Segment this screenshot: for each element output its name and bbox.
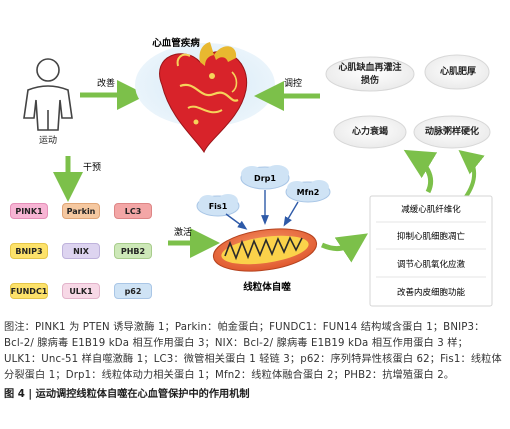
disease-heart-failure: 心力衰竭 — [351, 126, 388, 137]
mitochondrion-icon — [212, 228, 318, 272]
label-exercise: 运动 — [39, 135, 57, 146]
label-cvd: 心血管疾病 — [152, 37, 200, 49]
mechanism-diagram: 运动 改善 心血管疾病 调控 干预 激活 Drp1 Fis1 — [23, 37, 493, 307]
heart-icon — [159, 42, 248, 154]
figure-caption: 图注：PINK1 为 PTEN 诱导激酶 1；Parkin：帕金蛋白；FUNDC… — [4, 322, 502, 381]
disease-ischemia-reperfusion: 心肌缺血再灌注 损伤 — [338, 63, 402, 86]
label-activate: 激活 — [174, 226, 192, 238]
arrow-to-effects — [320, 233, 368, 263]
drp1-label: Drp1 — [254, 174, 276, 183]
protein-lc3: LC3 — [114, 203, 152, 219]
label-intervene: 干预 — [83, 162, 101, 173]
effects-box — [369, 195, 493, 307]
protein-phb2: PHB2 — [114, 243, 152, 259]
protein-parkin: Parkin — [62, 203, 100, 219]
figure-title: 图 4 | 运动调控线粒体自噬在心血管保护中的作用机制 — [4, 389, 250, 400]
protein-nix: NIX — [62, 243, 100, 259]
disease-atherosclerosis: 动脉粥样硬化 — [424, 126, 479, 137]
effect-item: 抑制心肌细胞凋亡 — [397, 231, 466, 242]
arrow-effects-to-diseases — [403, 149, 438, 194]
protein-bnip3: BNIP3 — [10, 243, 48, 259]
cloud-fis1: Fis1 — [196, 194, 240, 217]
protein-fundc1: FUNDC1 — [10, 283, 48, 299]
effect-item: 减缓心肌纤维化 — [401, 204, 461, 215]
effect-item: 改善内皮细胞功能 — [397, 287, 466, 298]
protein-ulk1: ULK1 — [62, 283, 100, 299]
cloud-drp1: Drp1 — [240, 165, 290, 190]
cloud-mfn2: Mfn2 — [285, 180, 331, 203]
protein-p62: p62 — [114, 283, 152, 299]
effect-item: 调节心肌氧化应激 — [397, 259, 466, 270]
label-improve: 改善 — [97, 77, 115, 89]
person-icon — [23, 58, 73, 131]
mfn2-label: Mfn2 — [297, 188, 320, 197]
fis1-label: Fis1 — [209, 202, 228, 211]
label-regulate: 调控 — [284, 77, 302, 89]
protein-pink1: PINK1 — [10, 203, 48, 219]
label-mitophagy: 线粒体自噬 — [243, 281, 291, 293]
disease-hypertrophy: 心肌肥厚 — [439, 66, 476, 77]
